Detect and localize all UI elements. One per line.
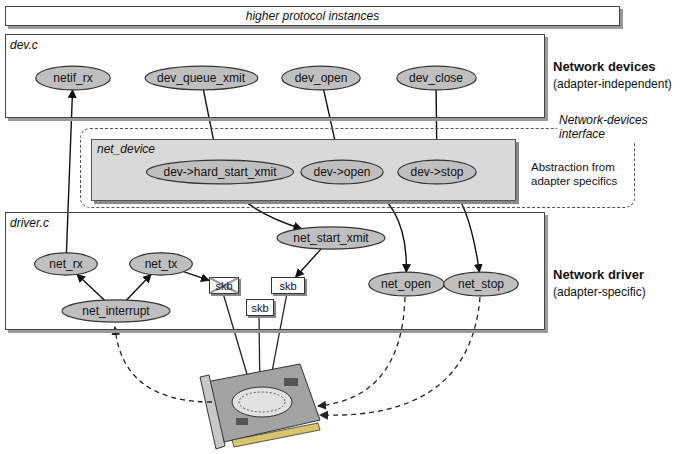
function-ellipse: net_tx <box>129 252 193 276</box>
function-ellipse: dev_queue_xmit <box>144 65 259 91</box>
call-arrow <box>296 249 321 277</box>
node-label: dev->stop <box>410 165 463 179</box>
node-label: dev->hard_start_xmit <box>163 165 276 179</box>
call-arrow <box>77 274 105 300</box>
function-ellipse: net_rx <box>34 252 98 276</box>
node-label: dev_open <box>295 71 348 85</box>
function-ellipse: dev_close <box>396 65 477 91</box>
node-label: dev_queue_xmit <box>157 71 245 85</box>
node-note: (adapter-independent) <box>553 77 672 91</box>
node-label: net_stop <box>458 277 504 291</box>
call-arrow <box>184 272 209 281</box>
interface-region: Network-devices interfaceAbstraction fro… <box>80 128 635 208</box>
function-ellipse: net_interrupt <box>61 299 171 323</box>
node-label: netif_rx <box>53 71 92 85</box>
node-label: higher protocol instances <box>246 9 379 23</box>
function-ellipse: net_open <box>368 271 445 297</box>
node-note: Network driver <box>553 267 644 283</box>
struct-box: net_device dev->hard_start_xmit dev->open d… <box>91 139 516 201</box>
node-label: skb <box>251 302 268 314</box>
freed-skb-buffer: skb <box>209 277 239 294</box>
node-label: dev_close <box>409 71 463 85</box>
function-ellipse: dev->stop <box>397 159 477 185</box>
node-note: Abstraction from adapter specifics <box>531 161 631 189</box>
card-board <box>200 364 320 449</box>
function-ellipse: net_start_xmit <box>276 226 386 250</box>
layer-band: higher protocol instances <box>5 6 620 26</box>
hardware-links <box>115 297 480 415</box>
node-title: net_device <box>97 142 155 156</box>
function-ellipse: net_stop <box>443 271 519 297</box>
function-ellipse: dev->open <box>300 159 384 185</box>
function-ellipse: dev_open <box>281 65 361 91</box>
skb-buffer: skb <box>271 277 305 294</box>
node-title: Network-devices interface <box>557 113 665 142</box>
node-label: net_start_xmit <box>293 231 368 245</box>
call-arrow <box>126 274 151 300</box>
node-title: driver.c <box>10 216 49 230</box>
node-note: Network devices <box>553 59 656 75</box>
function-ellipse: dev->hard_start_xmit <box>145 159 295 185</box>
node-label: net_interrupt <box>82 304 149 318</box>
node-label: skb <box>215 280 232 292</box>
source-file-box: dev.cNetwork devices(adapter-independent… <box>5 34 545 118</box>
node-title: dev.c <box>10 38 38 52</box>
node-label: net_tx <box>145 257 178 271</box>
node-note: (adapter-specific) <box>553 285 646 299</box>
node-label: dev->open <box>313 165 370 179</box>
call-arrow <box>66 90 72 253</box>
node-label: net_open <box>381 277 431 291</box>
source-file-box: driver.cNetwork driver(adapter-specific)… <box>5 212 545 330</box>
function-ellipse: netif_rx <box>35 65 111 91</box>
node-label: net_rx <box>49 257 82 271</box>
skb-buffer: skb <box>246 299 274 316</box>
node-label: skb <box>279 280 296 292</box>
